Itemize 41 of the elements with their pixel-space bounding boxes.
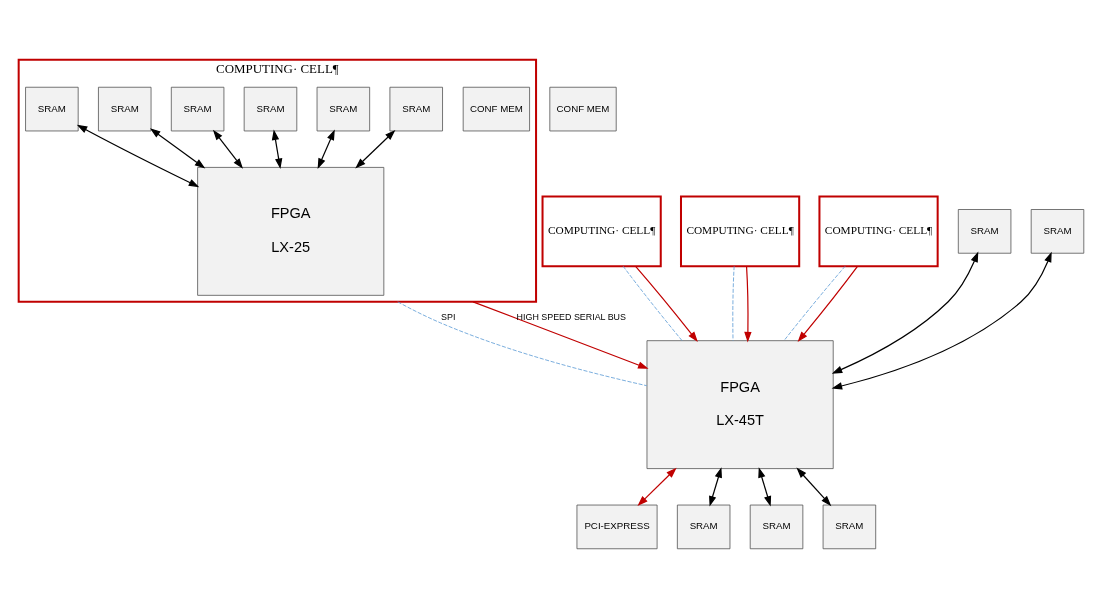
arrow [212,129,243,169]
node-box: SRAM [243,86,298,131]
arrow [831,251,1052,389]
arrow [831,251,979,374]
arrow [796,467,832,506]
connector [783,265,846,341]
arrow [76,124,200,187]
node-box: FPGA LX-25 [197,166,385,296]
node-box: SRAM [749,504,804,549]
node-box: CONF MEM [462,86,530,131]
node-box: PCI-EXPRESS [576,504,658,549]
node-box: COMPUTING· CELL¶ [541,195,662,267]
node-box: CONF MEM [549,86,617,131]
arrow [149,127,206,168]
node-box: COMPUTING· CELL¶ [680,195,801,267]
arrow [317,129,335,169]
node-box: COMPUTING· CELL¶ [818,195,939,267]
node-box: SRAM [1030,208,1085,254]
arrow [472,300,649,369]
arrow [355,129,396,169]
arrow [271,128,283,169]
connector [732,265,735,341]
arrow [758,466,772,507]
connector [397,300,648,386]
arrow [637,467,677,506]
connector [622,265,683,341]
arrow [709,466,722,507]
node-box: SRAM [25,86,79,131]
edge-label: SPI [441,311,456,322]
arrow [744,265,752,342]
arrow [635,265,698,342]
arrow [797,265,859,342]
node-box: SRAM [170,86,225,131]
node-box: FPGA LX-45T [646,339,834,469]
node-box: SRAM [957,208,1012,254]
edge-label: HIGH SPEED SERIAL BUS [516,311,626,322]
node-box: SRAM [822,504,877,549]
node-box: SRAM [98,86,152,131]
node-box: SRAM [316,86,371,131]
node-box: SRAM [389,86,443,131]
node-box: SRAM [676,504,731,549]
